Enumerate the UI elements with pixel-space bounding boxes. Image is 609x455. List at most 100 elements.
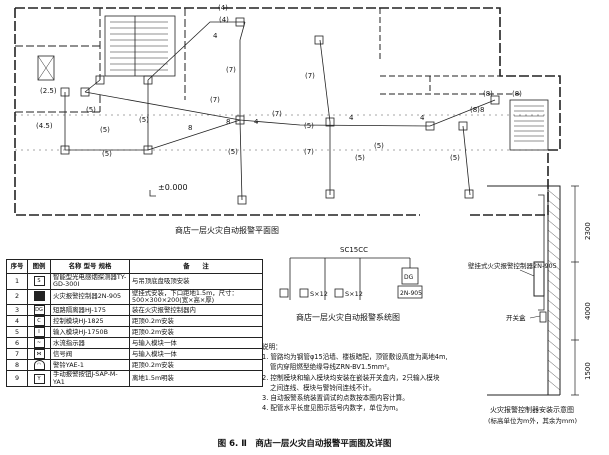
legend-no: 1 bbox=[6, 273, 28, 290]
notes-line: 3. 自动报警系统装置调试的点数按本图内容计算。 bbox=[262, 394, 409, 403]
system-diagram bbox=[279, 257, 423, 300]
cable-count-label: 8 bbox=[226, 118, 230, 126]
legend-no: 9 bbox=[6, 370, 28, 388]
legend-note: 距顶0.2m安装 bbox=[129, 326, 263, 339]
legend-name: 火灾报警控制器2N-905 bbox=[50, 288, 130, 306]
legend-no: 5 bbox=[6, 326, 28, 339]
cable-count-label: (5) bbox=[102, 150, 112, 158]
elevation-label: ±0.000 bbox=[158, 183, 188, 192]
input-module-icon: I bbox=[33, 327, 45, 338]
cable-count-label: (8) bbox=[483, 90, 493, 98]
stair-left bbox=[104, 15, 176, 77]
legend-no: 2 bbox=[6, 288, 28, 306]
notes-line: 1. 管路均为钢管φ15沿墙、楼板暗配，顶管敷设高度为离地4m, bbox=[262, 353, 448, 362]
partition-wall bbox=[379, 8, 520, 95]
legend-note: 壁挂式安装，下口距地1.5m，尺寸：500×300×200(宽×高×厚) bbox=[129, 288, 263, 306]
legend-header-row: 序号 图例 名称 型号 规格 备 注 bbox=[6, 259, 263, 274]
legend-no: 4 bbox=[6, 315, 28, 328]
stair-right bbox=[509, 99, 549, 151]
cable-count-label: (4) bbox=[218, 4, 228, 12]
cable-count-label: (5) bbox=[450, 154, 460, 162]
legend-note: 与吊顶底盘吸顶安装 bbox=[129, 273, 263, 290]
legend-name: 手动报警按钮J-SAP-M-YA1 bbox=[50, 370, 130, 388]
cable-count-label: (7) bbox=[226, 66, 236, 74]
install-diagram bbox=[487, 185, 579, 396]
legend-header: 备 注 bbox=[129, 259, 263, 274]
bell-icon: ◠ bbox=[33, 360, 45, 371]
cable-count-label: (5) bbox=[374, 142, 384, 150]
notes-title: 说明： bbox=[262, 343, 282, 351]
cable-count-label: (5) bbox=[355, 154, 365, 162]
manual-alarm-button-icon: Y bbox=[33, 373, 45, 384]
legend-symbol: I bbox=[27, 326, 51, 339]
legend-note: 装在火灾报警控制器内 bbox=[129, 304, 263, 317]
partition-wall bbox=[15, 8, 186, 113]
cable-count-labels: (4) 4 (2.5) (7) (7) (7) (7) (7) (4.5) (5… bbox=[36, 4, 522, 162]
legend-note: 距顶0.2m安装 bbox=[129, 359, 263, 372]
controller-icon bbox=[33, 290, 45, 301]
dim-2300: 2300 bbox=[584, 222, 592, 240]
legend-symbol: Y bbox=[27, 370, 51, 388]
install-panel-label: 壁挂式火灾报警控制器2N-905 bbox=[468, 261, 557, 270]
cable-count-label: (7) bbox=[304, 148, 314, 156]
legend-no: 7 bbox=[6, 348, 28, 361]
cable-count-label: (8) bbox=[470, 106, 480, 114]
floor-plan bbox=[14, 7, 561, 216]
cable-count-label: 4 bbox=[213, 32, 218, 40]
legend-name: 短路隔离器HJ-175 bbox=[50, 304, 130, 317]
wire-run bbox=[64, 21, 496, 201]
legend-row: 1 S 智能型光电感烟探测器TY-GD-300I 与吊顶底盘吸顶安装 bbox=[6, 273, 263, 290]
cable-count-label: (5) bbox=[100, 126, 110, 134]
water-flow-indicator-icon: ~ bbox=[33, 338, 45, 349]
detector-icon: S bbox=[33, 276, 45, 287]
legend-symbol bbox=[27, 288, 51, 306]
legend-row: 8 ◠ 警铃YAE-1 距顶0.2m安装 bbox=[6, 359, 263, 372]
notes-block: 说明： 1. 管路均为钢管φ15沿墙、楼板暗配，顶管敷设高度为离地4m, 管内穿… bbox=[262, 342, 477, 414]
legend-no: 8 bbox=[6, 359, 28, 372]
legend-no: 6 bbox=[6, 337, 28, 350]
legend-name: 输入模块HJ-1750B bbox=[50, 326, 130, 339]
cable-count-label: 4 bbox=[254, 118, 259, 126]
legend-name: 警铃YAE-1 bbox=[50, 359, 130, 372]
legend-table: 序号 图例 名称 型号 规格 备 注 1 S 智能型光电感烟探测器TY-GD-3… bbox=[6, 259, 263, 388]
cable-count-label: 8 bbox=[480, 106, 484, 114]
system-item: DG bbox=[404, 274, 414, 281]
isolator-icon: DG bbox=[33, 305, 45, 316]
cable-count-label: 8 bbox=[188, 124, 192, 132]
detector-symbols bbox=[60, 17, 500, 205]
cable-count-label: (5) bbox=[228, 148, 238, 156]
elevation-marker bbox=[149, 190, 156, 197]
legend-note: 距顶0.2m安装 bbox=[129, 315, 263, 328]
dim-4000: 4000 bbox=[584, 302, 592, 320]
legend-row: 7 ⋈ 信号阀 与输入模块一体 bbox=[6, 348, 263, 361]
elevator-box bbox=[37, 55, 55, 81]
legend-note: 与输入模块一体 bbox=[129, 337, 263, 350]
legend-row: 4 C 控制模块HJ-1825 距顶0.2m安装 bbox=[6, 315, 263, 328]
cable-count-label: (7) bbox=[272, 110, 282, 118]
notes-line: 之间连线、模块与警铃间连线不计。 bbox=[270, 383, 376, 392]
legend-row: 3 DG 短路隔离器HJ-175 装在火灾报警控制器内 bbox=[6, 304, 263, 317]
legend-note: 与输入模块一体 bbox=[129, 348, 263, 361]
cable-count-label: 4 bbox=[420, 114, 425, 122]
legend-symbol: S bbox=[27, 273, 51, 290]
legend-header: 序号 bbox=[6, 259, 28, 274]
dim-1500: 1500 bbox=[584, 362, 592, 380]
legend-name: 智能型光电感烟探测器TY-GD-300I bbox=[50, 273, 130, 290]
legend-name: 控制模块HJ-1825 bbox=[50, 315, 130, 328]
notes-line: 管内穿阻燃型绝缘导线ZRN-BV1.5mm²。 bbox=[270, 363, 394, 372]
legend-header: 图例 bbox=[27, 259, 51, 274]
cable-count-label: (7) bbox=[210, 96, 220, 104]
system-top-label: SC15CC bbox=[340, 246, 368, 254]
legend-symbol: ~ bbox=[27, 337, 51, 350]
system-item: S×12 bbox=[345, 290, 363, 298]
system-item: S×12 bbox=[310, 290, 328, 298]
signal-valve-icon: ⋈ bbox=[33, 349, 45, 360]
legend-symbol: DG bbox=[27, 304, 51, 317]
cable-count-label: (2.5) bbox=[40, 87, 57, 95]
cable-count-label: (4.5) bbox=[36, 122, 53, 130]
legend-note: 离地1.5m明装 bbox=[129, 370, 263, 388]
legend-symbol: ⋈ bbox=[27, 348, 51, 361]
notes-line: 2. 控制模块和输入模块均安装在嵌装开关盒内，2只输入模块 bbox=[262, 373, 440, 382]
cable-count-label: (5) bbox=[304, 122, 314, 130]
